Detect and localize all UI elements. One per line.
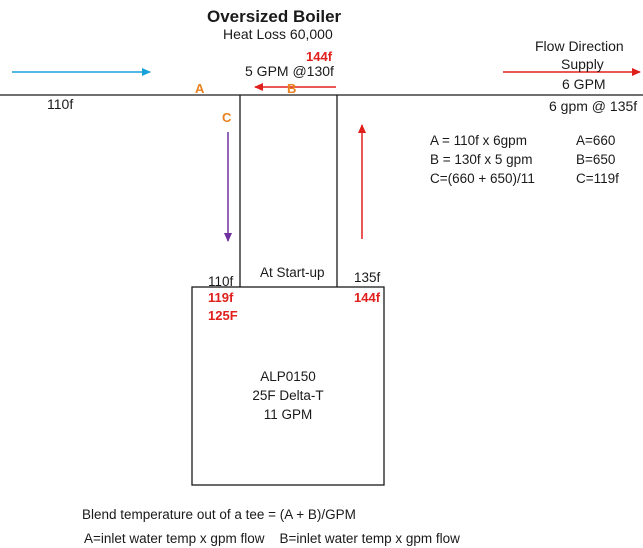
flow-direction-label: Flow Direction xyxy=(535,38,624,54)
boiler-model: ALP0150 xyxy=(260,369,316,384)
equation-a: A = 110f x 6gpm xyxy=(430,133,527,148)
boiler-outlet-startup: 135f xyxy=(354,270,381,285)
branch-temp-final: 144f xyxy=(306,49,333,64)
point-b-label: B xyxy=(287,81,297,96)
equation-b: B = 130f x 5 gpm xyxy=(430,152,533,167)
boiler-delta-t: 25F Delta-T xyxy=(252,388,324,403)
supply-label: Supply xyxy=(561,56,604,72)
supply-temp-label: 6 gpm @ 135f xyxy=(549,98,638,114)
boiler-gpm: 11 GPM xyxy=(263,407,313,422)
point-a-label: A xyxy=(195,81,205,96)
branch-flow-label: 5 GPM @130f xyxy=(245,63,334,79)
heat-loss-label: Heat Loss 60,000 xyxy=(223,26,333,42)
inlet-temp-label: 110f xyxy=(47,96,74,112)
boiler-inlet-mid: 119f xyxy=(208,290,234,305)
supply-gpm-label: 6 GPM xyxy=(562,76,606,92)
diagram-title: Oversized Boiler xyxy=(207,7,342,26)
point-c-label: C xyxy=(222,110,232,125)
equation-c-result: C=119f xyxy=(576,171,619,186)
boiler-box xyxy=(191,286,385,486)
boiler-outlet-final: 144f xyxy=(354,290,381,305)
equation-c: C=(660 + 650)/11 xyxy=(430,171,535,186)
boiler-inlet-final: 125F xyxy=(208,308,238,323)
formula-legend: A=inlet water temp x gpm flow B=inlet wa… xyxy=(84,531,460,546)
blend-formula: Blend temperature out of a tee = (A + B)… xyxy=(82,507,356,522)
equation-b-result: B=650 xyxy=(576,152,616,167)
at-startup-label: At Start-up xyxy=(260,265,325,280)
boiler-inlet-startup: 110f xyxy=(208,274,234,289)
equation-a-result: A=660 xyxy=(576,133,616,148)
